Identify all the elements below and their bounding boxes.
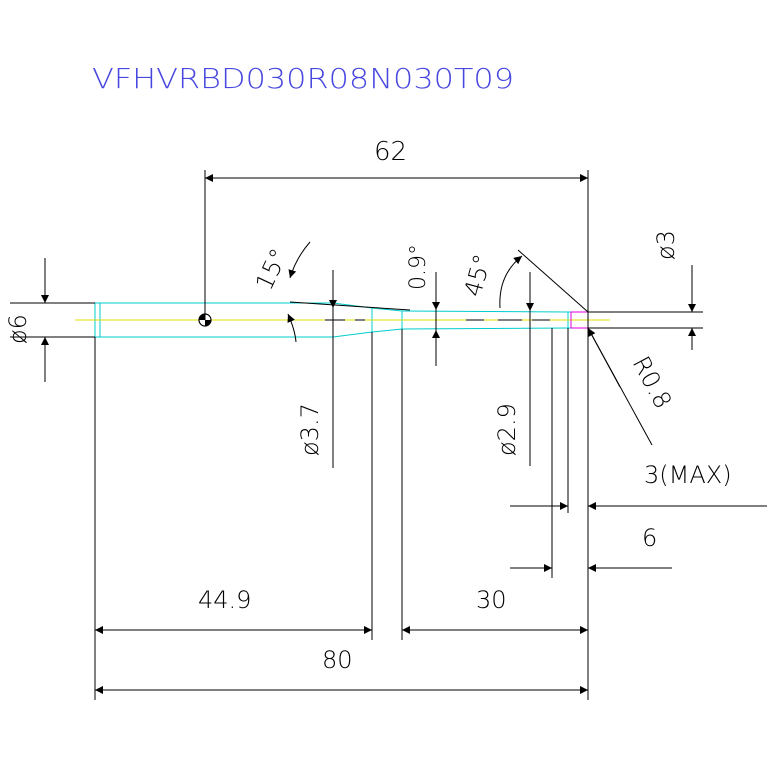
dimension-lines [10,170,767,700]
dim-neck-dia: ø3.7 [296,403,324,456]
dim-neck-length: 30 [476,586,507,614]
dim-max-length: 3(MAX) [644,461,732,489]
dimension-arrows [41,174,696,694]
dim-taper-angle: 15° [250,244,293,294]
dim-radius: R0.8 [627,352,677,414]
dim-shank-length: 44.9 [198,586,251,614]
dim-overall-top: 62 [374,137,407,167]
dim-overall-length: 80 [322,646,353,674]
dim-tip-neck-dia: ø2.9 [493,403,521,456]
dim-neck-angle: 0.9° [406,244,431,290]
dim-chamfer-angle: 45° [459,251,497,299]
drawing-title: VFHVRBD030R08N030T09 [92,62,514,95]
dim-tip-length: 6 [642,524,657,552]
dim-tip-dia: ø3 [652,230,680,260]
dim-shank-dia: ø6 [4,314,32,344]
